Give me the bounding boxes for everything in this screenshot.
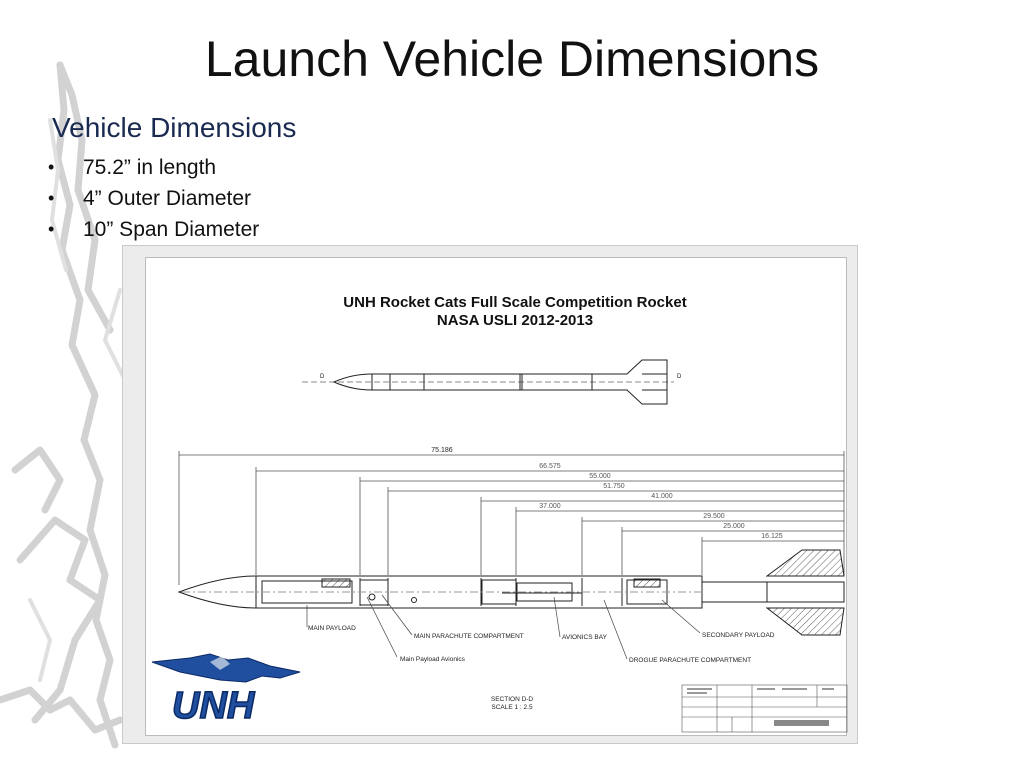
callout-drogue-parachute: DROGUE PARACHUTE COMPARTMENT xyxy=(629,657,751,664)
dimension-label: 29.500 xyxy=(703,513,725,520)
callout-main-payload: MAIN PAYLOAD xyxy=(308,625,356,632)
bullet-text: 75.2” in length xyxy=(83,155,217,179)
dimension-label: 51.750 xyxy=(603,483,625,490)
dimension-label: 25.000 xyxy=(723,523,745,530)
slide-subtitle: Vehicle Dimensions xyxy=(52,112,297,143)
dimension-label: 16.125 xyxy=(761,533,783,540)
bullet-glyph: • xyxy=(48,188,55,208)
bullet-glyph: • xyxy=(48,157,55,177)
section-marker-left: D xyxy=(320,374,325,380)
bullet-text: 4” Outer Diameter xyxy=(83,186,252,210)
bullet-glyph: • xyxy=(48,219,55,239)
bullet-length: • 75.2” in length xyxy=(48,152,259,183)
callout-avionics-bay: AVIONICS BAY xyxy=(562,634,608,641)
title-block xyxy=(681,684,848,733)
bullet-span-diameter: • 10” Span Diameter xyxy=(48,214,259,245)
section-label: SECTION D-D xyxy=(491,696,534,703)
drawing-title-line1: UNH Rocket Cats Full Scale Competition R… xyxy=(343,294,686,311)
bullet-outer-diameter: • 4” Outer Diameter xyxy=(48,183,259,214)
scale-label: SCALE 1 : 2.5 xyxy=(491,704,533,711)
slide-title: Launch Vehicle Dimensions xyxy=(204,31,820,87)
dimension-label: 37.000 xyxy=(539,503,561,510)
rocket-section-view xyxy=(177,549,845,636)
drawing-title-line2: NASA USLI 2012-2013 xyxy=(437,312,593,329)
bullet-text: 10” Span Diameter xyxy=(83,217,260,241)
callout-leaders xyxy=(306,594,701,660)
rocket-side-view xyxy=(302,359,674,405)
rocket-engineering-drawing: UNH Rocket Cats Full Scale Competition R… xyxy=(177,294,848,733)
callout-main-parachute: MAIN PARACHUTE COMPARTMENT xyxy=(414,633,524,640)
dimension-label: 66.575 xyxy=(539,463,561,470)
dimension-label: 41.000 xyxy=(651,493,673,500)
dimension-label: 55.000 xyxy=(589,473,611,480)
callout-main-payload-avionics: Main Payload Avionics xyxy=(400,656,466,663)
dimension-bullets: • 75.2” in length • 4” Outer Diameter • … xyxy=(48,152,259,245)
drawing-sheet xyxy=(145,257,847,736)
unh-logo: UNH xyxy=(151,653,301,724)
logo-text: UNH xyxy=(172,685,256,724)
section-marker-right: D xyxy=(677,374,682,380)
wildcat-icon xyxy=(151,653,301,683)
dimension-lines xyxy=(178,451,845,585)
dimension-total-length: 75.186 xyxy=(431,447,453,454)
callout-secondary-payload: SECONDARY PAYLOAD xyxy=(702,632,775,639)
